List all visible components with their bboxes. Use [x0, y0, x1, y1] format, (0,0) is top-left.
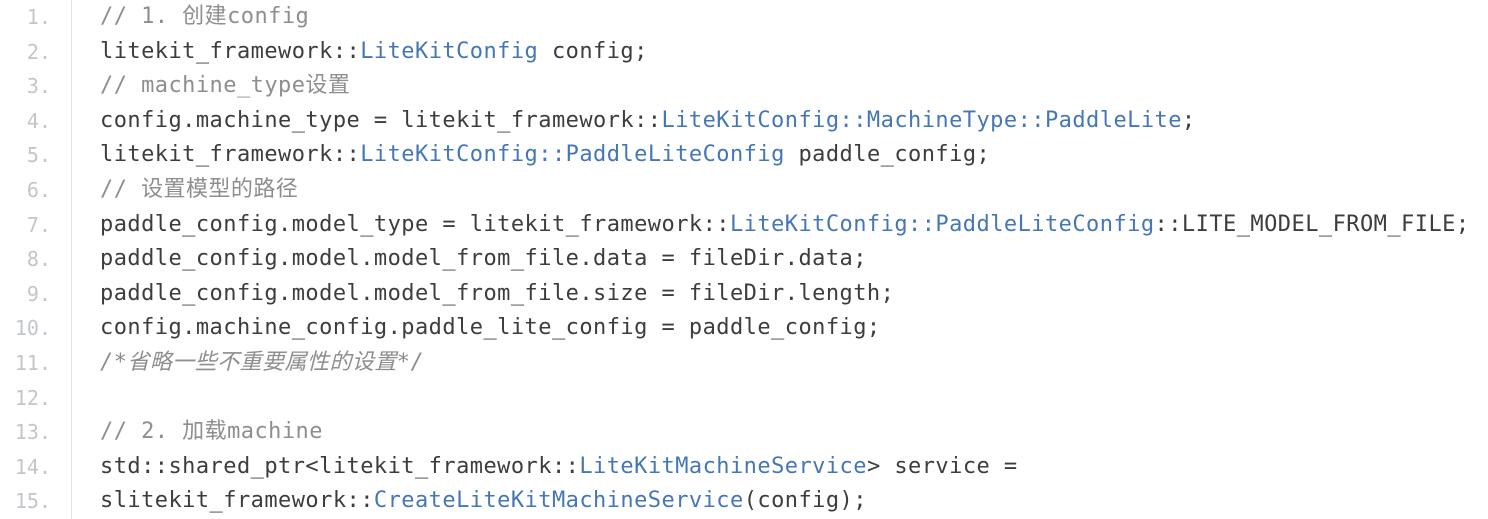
code-token: paddle_config.model.model_from_file.size…: [100, 280, 895, 306]
type-token: LiteKitMachineService: [579, 453, 867, 479]
code-line: // machine_type设置: [100, 69, 1488, 104]
code-token: (config);: [743, 488, 867, 514]
line-number: 3.: [26, 74, 51, 99]
code-token: > service =: [866, 453, 1018, 479]
code-token: std::shared_ptr<litekit_framework::: [100, 453, 580, 479]
type-token: LiteKitConfig::PaddleLiteConfig: [360, 142, 785, 168]
code-line: // 设置模型的路径: [100, 173, 1488, 208]
code-token: paddle_config.model_type = litekit_frame…: [100, 211, 730, 237]
code-line: slitekit_framework::CreateLiteKitMachine…: [100, 484, 1488, 519]
line-number: 1.: [26, 5, 51, 29]
comment-token: // machine_type设置: [100, 73, 351, 99]
code-token: config;: [538, 38, 648, 64]
code-token: litekit_framework::: [100, 38, 361, 64]
comment-token: // 设置模型的路径: [100, 176, 299, 202]
code-token: config.machine_type = litekit_framework:…: [100, 107, 662, 133]
line-number: 11.: [14, 350, 51, 375]
type-token: LiteKitConfig::PaddleLiteConfig: [729, 211, 1155, 237]
comment-token: /*省略一些不重要属性的设置*/: [100, 349, 425, 375]
code-token: paddle_config;: [784, 142, 991, 168]
line-number: 8.: [26, 247, 51, 272]
code-line: std::shared_ptr<litekit_framework::LiteK…: [100, 450, 1488, 485]
line-number: 12.: [14, 385, 51, 410]
line-number: 6.: [26, 177, 51, 202]
code-line: paddle_config.model.model_from_file.data…: [100, 242, 1488, 277]
code-line: litekit_framework::LiteKitConfig::Paddle…: [100, 138, 1488, 173]
code-token: litekit_framework::: [100, 142, 361, 168]
code-token: paddle_config.model.model_from_file.data…: [100, 246, 867, 272]
code-line: config.machine_config.paddle_lite_config…: [100, 311, 1488, 346]
line-number-gutter: 1. 2. 3. 4. 5. 6. 7. 8. 9. 10. 11. 12. 13. 14. 15.: [0, 0, 72, 519]
line-number: 13.: [14, 420, 51, 445]
code-token: ;: [1181, 107, 1196, 133]
line-number: 7.: [26, 212, 51, 237]
type-token: CreateLiteKitMachineService: [373, 488, 744, 514]
code-line: paddle_config.model.model_from_file.size…: [100, 277, 1488, 312]
code-line: [100, 381, 1488, 416]
type-token: LiteKitConfig: [360, 38, 539, 64]
line-number: 15.: [14, 489, 51, 514]
code-line: // 2. 加载machine: [100, 415, 1488, 450]
code-token: ::LITE_MODEL_FROM_FILE;: [1154, 211, 1470, 237]
line-number: 10.: [14, 316, 51, 341]
code-line: /*省略一些不重要属性的设置*/: [100, 346, 1488, 381]
type-token: LiteKitConfig::MachineType::PaddleLite: [661, 107, 1182, 133]
code-line: config.machine_type = litekit_framework:…: [100, 104, 1488, 139]
code-token: slitekit_framework::: [100, 488, 374, 514]
code-token: config.machine_config.paddle_lite_config…: [100, 315, 881, 341]
line-number: 5.: [26, 143, 51, 168]
code-line: paddle_config.model_type = litekit_frame…: [100, 208, 1488, 243]
comment-token: // 1. 创建config: [100, 4, 310, 29]
code-line: // 1. 创建config: [100, 0, 1488, 35]
comment-token: // 2. 加载machine: [100, 419, 323, 445]
code-line: litekit_framework::LiteKitConfig config;: [100, 35, 1488, 70]
line-number: 4.: [26, 108, 51, 133]
line-number: 2.: [26, 39, 51, 64]
line-number: 9.: [26, 281, 51, 306]
line-number: 14.: [14, 454, 51, 479]
